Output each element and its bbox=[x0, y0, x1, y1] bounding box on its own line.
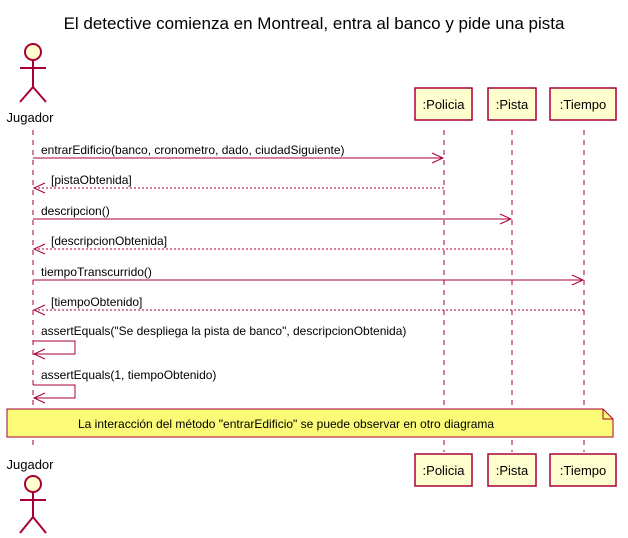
svg-text::Pista: :Pista bbox=[496, 463, 529, 478]
svg-text::Policia: :Policia bbox=[423, 97, 466, 112]
note-text: La interacción del método "entrarEdifici… bbox=[78, 417, 494, 431]
participant-policia-top: :Policia bbox=[414, 87, 473, 121]
svg-text::Tiempo: :Tiempo bbox=[560, 463, 606, 478]
svg-text::Pista: :Pista bbox=[496, 97, 529, 112]
participant-pista-bottom: :Pista bbox=[487, 453, 537, 487]
svg-text:descripcion(): descripcion() bbox=[41, 204, 110, 218]
diagram-title: El detective comienza en Montreal, entra… bbox=[64, 14, 565, 33]
actor-name-top: Jugador bbox=[7, 110, 55, 125]
participant-tiempo-top: :Tiempo bbox=[549, 87, 617, 121]
actor-name-bottom: Jugador bbox=[7, 457, 55, 472]
svg-text:entrarEdificio(banco, cronomet: entrarEdificio(banco, cronometro, dado, … bbox=[41, 143, 345, 157]
svg-text:tiempoTranscurrido(): tiempoTranscurrido() bbox=[41, 265, 152, 279]
message-return-descripcion-obtenida: [descripcionObtenida] bbox=[32, 234, 512, 255]
svg-text::Tiempo: :Tiempo bbox=[560, 97, 606, 112]
message-descripcion: descripcion() bbox=[33, 204, 513, 225]
message-return-pista-obtenida: [pistaObtenida] bbox=[32, 173, 444, 194]
svg-text::Policia: :Policia bbox=[423, 463, 466, 478]
note-box: La interacción del método "entrarEdifici… bbox=[6, 408, 614, 438]
svg-text:[pistaObtenida]: [pistaObtenida] bbox=[51, 173, 132, 187]
svg-text:assertEquals("Se despliega la: assertEquals("Se despliega la pista de b… bbox=[41, 324, 406, 338]
message-return-tiempo-obtenido: [tiempoObtenido] bbox=[32, 295, 584, 316]
svg-text:[tiempoObtenido]: [tiempoObtenido] bbox=[51, 295, 142, 309]
participant-pista-top: :Pista bbox=[487, 87, 537, 121]
actor-icon-top bbox=[19, 43, 47, 103]
message-self-assert-descripcion: assertEquals("Se despliega la pista de b… bbox=[32, 324, 406, 360]
participant-policia-bottom: :Policia bbox=[414, 453, 473, 487]
message-tiempo-transcurrido: tiempoTranscurrido() bbox=[33, 265, 585, 286]
message-self-assert-tiempo: assertEquals(1, tiempoObtenido) bbox=[32, 368, 216, 404]
svg-text:assertEquals(1, tiempoObtenido: assertEquals(1, tiempoObtenido) bbox=[41, 368, 216, 382]
svg-text:[descripcionObtenida]: [descripcionObtenida] bbox=[51, 234, 167, 248]
participant-tiempo-bottom: :Tiempo bbox=[549, 453, 617, 487]
actor-icon-bottom bbox=[19, 475, 47, 534]
message-entrar-edificio: entrarEdificio(banco, cronometro, dado, … bbox=[33, 143, 445, 164]
